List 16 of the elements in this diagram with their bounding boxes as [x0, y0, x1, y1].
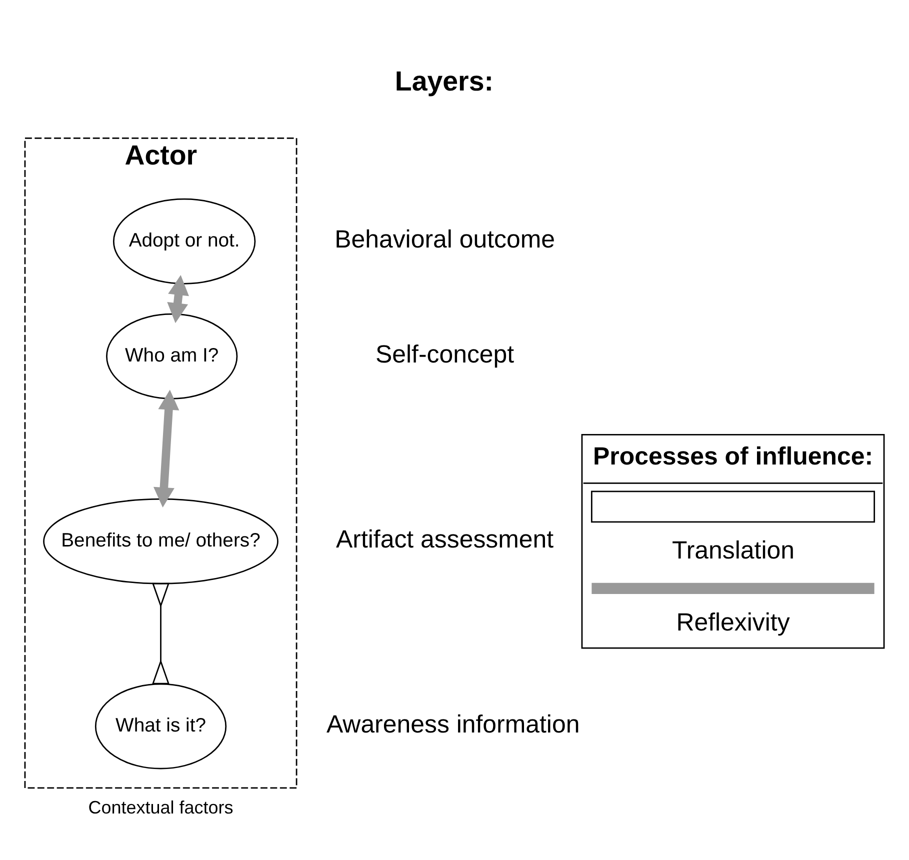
label: Self-concept — [375, 340, 514, 368]
node-ellipse: What is it? — [94, 682, 227, 769]
arrow — [153, 389, 180, 507]
node-ellipse: Benefits to me/ others? — [43, 498, 278, 584]
legend-label: Translation — [672, 536, 794, 564]
arrow — [167, 274, 189, 323]
label: Artifact assessment — [336, 524, 554, 553]
label: Processes of influence: — [593, 442, 874, 470]
node-ellipse: Who am I? — [106, 312, 238, 399]
node-ellipse: Adopt or not. — [112, 198, 256, 284]
label: Layers: — [394, 64, 494, 96]
legend-label: Reflexivity — [676, 608, 790, 636]
connector — [152, 582, 170, 684]
label: Behavioral outcome — [334, 224, 556, 253]
label: Awareness information — [326, 710, 580, 738]
node-label: Contextual factors — [88, 796, 234, 817]
